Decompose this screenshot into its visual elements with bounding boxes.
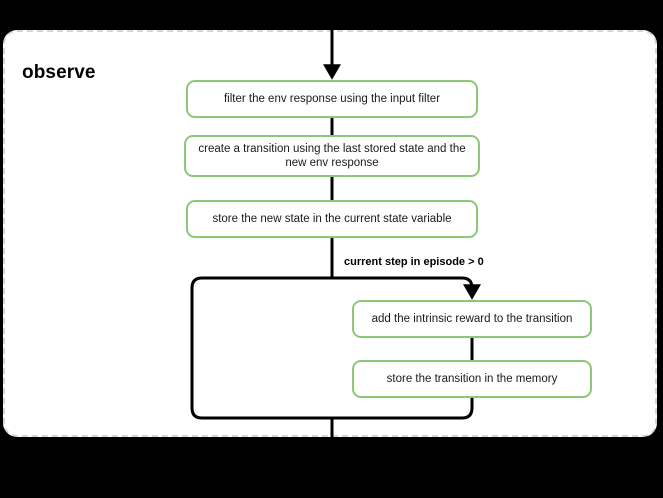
node-store-new-state-label: store the new state in the current state… (212, 213, 452, 225)
node-filter-env-response-label: filter the env response using the input … (223, 93, 441, 105)
node-create-transition[interactable]: create a transition using the last store… (184, 135, 480, 177)
observe-group-title: observe (22, 62, 96, 83)
node-add-intrinsic-reward-label: add the intrinsic reward to the transiti… (371, 313, 573, 325)
node-filter-env-response[interactable]: filter the env response using the input … (186, 80, 478, 118)
node-store-transition-memory[interactable]: store the transition in the memory (352, 360, 592, 398)
node-add-intrinsic-reward[interactable]: add the intrinsic reward to the transiti… (352, 300, 592, 338)
edge-condition-label: current step in episode > 0 (344, 256, 484, 268)
node-create-transition-label: create a transition using the last store… (198, 143, 466, 169)
node-store-transition-memory-label: store the transition in the memory (386, 373, 558, 385)
node-store-new-state[interactable]: store the new state in the current state… (186, 200, 478, 238)
